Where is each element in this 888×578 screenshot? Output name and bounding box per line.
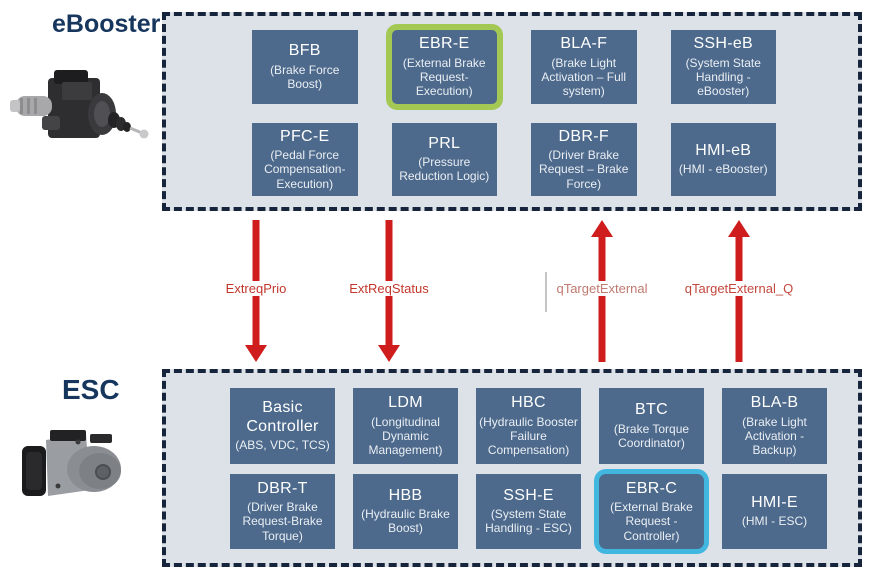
module-subtitle: (Brake Light Activation – Full system)	[541, 55, 627, 99]
module-subtitle: (Hydraulic Booster Failure Compensation)	[479, 414, 578, 458]
module-box: BTC (Brake Torque Coordinator)	[599, 388, 704, 464]
module-subtitle: (External Brake Request - Controller)	[610, 500, 693, 543]
module-subtitle: (Pressure Reduction Logic)	[399, 155, 490, 184]
module-title: BTC	[635, 401, 668, 419]
module-subtitle: (System State Handling - ESC)	[485, 507, 572, 536]
module-title: PFC-E	[280, 127, 330, 145]
divider-line	[545, 272, 547, 312]
module-box: SSH-eB (System State Handling - eBooster…	[670, 30, 776, 104]
module-box: HBB (Hydraulic Brake Boost)	[353, 473, 458, 549]
module-box: BLA-F (Brake Light Activation – Full sys…	[531, 30, 637, 104]
module-title: PRL	[428, 134, 461, 152]
module-title: LDM	[388, 394, 423, 412]
module-subtitle: (HMI - ESC)	[741, 514, 808, 529]
arrow-head-icon	[378, 345, 400, 362]
module-subtitle: (Brake Force Boost)	[270, 62, 340, 91]
module-box: PRL (Pressure Reduction Logic)	[391, 122, 497, 196]
module-box: PFC-E (Pedal Force Compensation-Executio…	[252, 122, 358, 196]
signal-label: qTargetExternal	[552, 281, 652, 296]
section-label-ebooster: eBooster	[52, 10, 161, 38]
module-title: BFB	[288, 42, 321, 60]
module-subtitle: (System State Handling - eBooster)	[685, 55, 761, 99]
module-title: SSH-eB	[693, 35, 754, 53]
signal-arrow: ExtReqStatus	[345, 220, 433, 362]
module-subtitle: (Hydraulic Brake Boost)	[361, 507, 450, 536]
module-title: BLA-B	[750, 394, 799, 412]
signal-label: ExtreqPrio	[221, 281, 291, 296]
signal-arrows: ExtreqPrio ExtReqStatus qTargetExternal …	[0, 220, 888, 362]
module-title: EBR-E	[419, 35, 470, 53]
module-title: SSH-E	[503, 486, 554, 504]
module-subtitle: (Brake Light Activation - Backup)	[742, 414, 807, 458]
module-box: SSH-E (System State Handling - ESC)	[476, 473, 581, 549]
module-subtitle: (Driver Brake Request – Brake Force)	[539, 148, 629, 191]
arrow-head-icon	[245, 345, 267, 362]
ebooster-panel: BFB (Brake Force Boost) EBR-E (External …	[162, 12, 862, 211]
module-title: BLA-F	[560, 35, 608, 53]
signal-arrow: qTargetExternal	[552, 220, 652, 362]
module-box: EBR-E (External Brake Request-Execution)	[391, 30, 497, 104]
module-box: EBR-C (External Brake Request - Controll…	[599, 473, 704, 549]
esc-unit-photo-icon	[22, 430, 121, 496]
arrow-shaft-icon	[598, 236, 606, 362]
module-title: EBR-C	[625, 479, 678, 497]
module-title: HMI-eB	[695, 141, 752, 159]
arrow-head-icon	[728, 220, 750, 237]
module-subtitle: (Pedal Force Compensation-Execution)	[264, 148, 346, 191]
module-box: DBR-T (Driver Brake Request-Brake Torque…	[230, 473, 335, 549]
module-subtitle: (External Brake Request-Execution)	[402, 55, 486, 99]
module-box: Basic Controller (ABS, VDC, TCS)	[230, 388, 335, 464]
module-subtitle: (Longitudinal Dynamic Management)	[368, 414, 443, 458]
module-title: DBR-T	[257, 479, 308, 497]
module-box: HMI-E (HMI - ESC)	[722, 473, 827, 549]
module-box: LDM (Longitudinal Dynamic Management)	[353, 388, 458, 464]
section-label-esc: ESC	[62, 374, 120, 405]
signal-arrow: ExtreqPrio	[221, 220, 291, 362]
signal-arrow: qTargetExternal_Q	[680, 220, 798, 362]
ebooster-unit-photo-icon	[10, 70, 149, 139]
module-subtitle: (ABS, VDC, TCS)	[235, 438, 330, 453]
module-box: DBR-F (Driver Brake Request – Brake Forc…	[531, 122, 637, 196]
signal-label: qTargetExternal_Q	[680, 281, 798, 296]
esc-panel: Basic Controller (ABS, VDC, TCS) LDM (Lo…	[162, 369, 862, 567]
module-box: HMI-eB (HMI - eBooster)	[670, 122, 776, 196]
module-box: HBC (Hydraulic Booster Failure Compensat…	[476, 388, 581, 464]
arrow-shaft-icon	[735, 236, 743, 362]
module-title: Basic Controller	[246, 399, 319, 435]
module-subtitle: (Driver Brake Request-Brake Torque)	[242, 500, 323, 543]
arrow-head-icon	[591, 220, 613, 237]
module-subtitle: (Brake Torque Coordinator)	[613, 421, 690, 450]
module-title: HBB	[388, 486, 423, 504]
module-box: BLA-B (Brake Light Activation - Backup)	[722, 388, 827, 464]
module-title: DBR-F	[558, 127, 609, 145]
module-title: HBC	[511, 394, 546, 412]
module-title: HMI-E	[751, 493, 798, 511]
signal-label: ExtReqStatus	[345, 281, 433, 296]
module-box: BFB (Brake Force Boost)	[252, 30, 358, 104]
module-subtitle: (HMI - eBooster)	[678, 162, 768, 177]
